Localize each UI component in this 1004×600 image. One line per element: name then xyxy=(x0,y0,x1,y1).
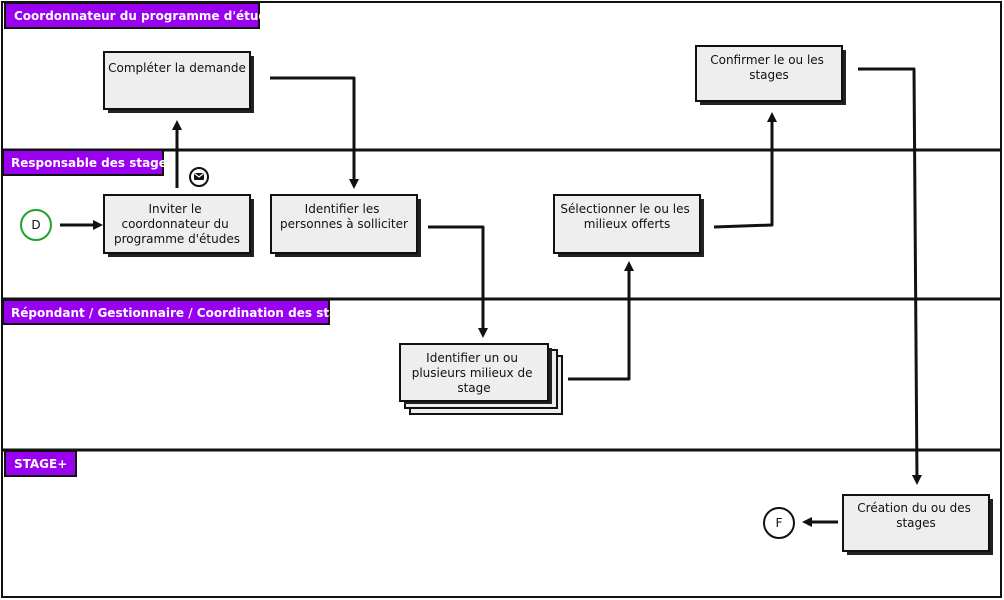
lane-label: Coordonnateur du programme d'études xyxy=(14,9,282,23)
task-selectionner-milieux[interactable]: Sélectionner le ou les milieux offerts xyxy=(553,194,704,257)
task-identifier-milieux[interactable]: Identifier un ou plusieurs milieux de st… xyxy=(399,343,563,415)
lane-coordonnateur: Coordonnateur du programme d'études xyxy=(4,2,282,29)
lane-stage-plus: STAGE+ xyxy=(4,450,77,477)
start-event[interactable]: D xyxy=(20,209,52,241)
end-event[interactable]: F xyxy=(763,507,795,539)
flow-identifier-milieux-to-selectionner xyxy=(568,261,634,381)
flow-selectionner-to-confirmer xyxy=(713,112,777,229)
lane-repondant: Répondant / Gestionnaire / Coordination … xyxy=(2,299,361,325)
flow-completer-to-identifier-personnes xyxy=(270,76,359,189)
task-label: Identifier un ou plusieurs milieux de st… xyxy=(412,351,537,395)
task-confirmer-stages[interactable]: Confirmer le ou les stages xyxy=(695,45,846,105)
end-event-label: F xyxy=(776,516,783,530)
start-event-circle xyxy=(20,209,52,241)
flow-confirmer-to-creation xyxy=(858,67,922,485)
task-label: Compléter la demande xyxy=(108,61,246,75)
lane-responsable: Responsable des stages xyxy=(2,149,174,176)
end-event-circle xyxy=(763,507,795,539)
flow-identifier-personnes-to-identifier-milieux xyxy=(428,225,488,338)
task-inviter-coordonnateur[interactable]: Inviter le coordonnateur du programme d'… xyxy=(103,194,254,257)
lane-label: STAGE+ xyxy=(14,457,67,471)
task-identifier-personnes[interactable]: Identifier les personnes à solliciter xyxy=(270,194,421,257)
task-creation-stages[interactable]: Création du ou des stages xyxy=(842,494,993,555)
lane-label: Responsable des stages xyxy=(11,156,174,170)
lane-label-badge xyxy=(2,299,330,325)
task-label: Sélectionner le ou les milieux offerts xyxy=(560,202,693,231)
task-label: Création du ou des stages xyxy=(857,501,974,530)
lane-label: Répondant / Gestionnaire / Coordination … xyxy=(11,306,361,320)
task-label: Identifier les personnes à solliciter xyxy=(280,202,408,231)
envelope-icon xyxy=(189,167,209,187)
lane-label-badge xyxy=(2,149,164,176)
start-event-label: D xyxy=(31,218,40,232)
task-label: Confirmer le ou les stages xyxy=(710,53,828,82)
task-completer-demande[interactable]: Compléter la demande xyxy=(103,51,254,113)
lane-label-badge xyxy=(4,450,77,477)
lane-label-badge xyxy=(4,2,260,29)
task-label: Inviter le coordonnateur du programme d'… xyxy=(114,202,240,246)
